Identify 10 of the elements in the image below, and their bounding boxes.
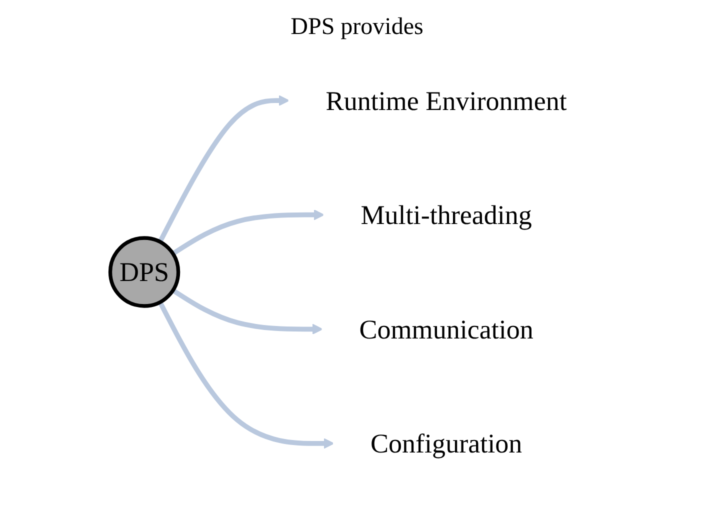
node-text: Multi-threading: [360, 199, 532, 230]
arrow: [172, 288, 323, 335]
arrow: [158, 95, 290, 243]
arrow: [172, 209, 324, 256]
node-text: Configuration: [370, 428, 522, 459]
arrow: [158, 301, 334, 449]
node-text: Runtime Environment: [326, 85, 567, 116]
node-circle: DPS: [108, 236, 180, 308]
node-text: Communication: [359, 314, 534, 345]
diagram-title: DPS provides: [290, 14, 424, 41]
